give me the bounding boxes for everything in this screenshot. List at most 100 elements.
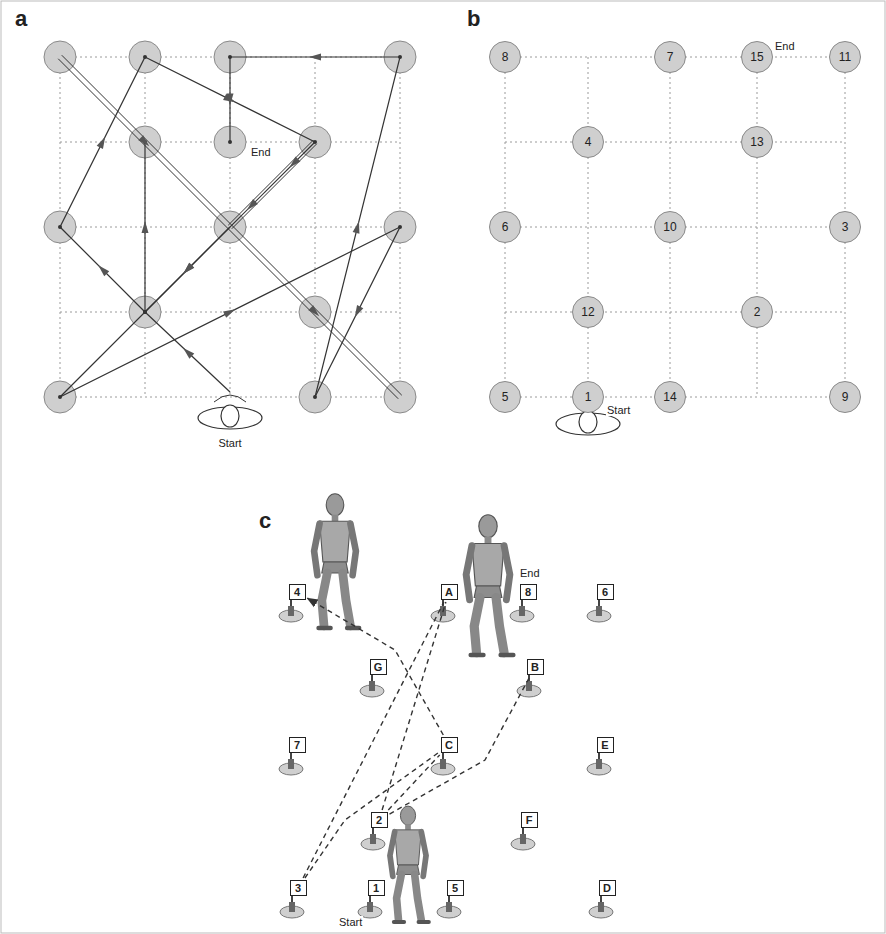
flag-text: C bbox=[445, 739, 453, 751]
cone-circle bbox=[384, 381, 416, 413]
numbered-circle: 14 bbox=[654, 381, 686, 413]
numbered-circle: 2 bbox=[741, 296, 773, 328]
flag-text: D bbox=[603, 882, 611, 894]
panel-b-grid bbox=[505, 57, 845, 397]
circle-number: 12 bbox=[581, 305, 594, 319]
annotation-label: End bbox=[519, 567, 541, 579]
route-dot bbox=[143, 310, 147, 314]
dashed-connector bbox=[308, 598, 444, 735]
numbered-circle: 5 bbox=[489, 381, 521, 413]
cone-body bbox=[598, 902, 604, 912]
circle-number: 13 bbox=[750, 135, 763, 149]
numbered-circle: 7 bbox=[654, 41, 686, 73]
route-line bbox=[145, 312, 230, 392]
cone-body bbox=[596, 759, 602, 769]
cone-body bbox=[288, 606, 294, 616]
circle-number: 8 bbox=[502, 50, 509, 64]
flag-label: E bbox=[597, 737, 614, 753]
route-line bbox=[60, 142, 315, 397]
walking-figure bbox=[314, 494, 359, 628]
route-line bbox=[60, 57, 145, 227]
flag-text: 2 bbox=[376, 814, 382, 826]
route-dot bbox=[228, 140, 232, 144]
flag-label: 6 bbox=[597, 584, 614, 600]
panel-letter: a bbox=[14, 6, 28, 32]
route-arrowhead bbox=[138, 135, 151, 148]
cone-body bbox=[369, 681, 375, 691]
flag-text: 7 bbox=[294, 739, 300, 751]
flag-text: F bbox=[526, 814, 533, 826]
flag-label: 4 bbox=[289, 584, 306, 600]
circle-number: 6 bbox=[502, 220, 509, 234]
circle-number: 7 bbox=[667, 50, 674, 64]
flag-label: 1 bbox=[368, 880, 385, 896]
numbered-circle: 6 bbox=[489, 211, 521, 243]
route-arrowhead bbox=[227, 94, 234, 106]
person-top-view bbox=[198, 395, 262, 429]
circle-number: 11 bbox=[839, 50, 851, 64]
route-line bbox=[315, 227, 400, 397]
numbered-circle: 11 bbox=[829, 41, 861, 73]
route-arrowhead bbox=[181, 345, 195, 358]
flag-label: 2 bbox=[371, 812, 388, 828]
route-dot bbox=[143, 310, 147, 314]
route-arrowhead bbox=[97, 135, 109, 149]
route-arrowhead bbox=[142, 221, 149, 233]
flag-text: 3 bbox=[295, 882, 301, 894]
flag-text: G bbox=[374, 661, 383, 673]
flag-text: B bbox=[531, 661, 539, 673]
route-line bbox=[60, 227, 400, 397]
circle-number: 2 bbox=[754, 305, 761, 319]
flag-label: 7 bbox=[289, 737, 306, 753]
numbered-circle: 12 bbox=[572, 296, 604, 328]
circle-number: 3 bbox=[842, 220, 849, 234]
flag-label: A bbox=[441, 584, 458, 600]
route-line bbox=[58, 59, 398, 399]
cone-body bbox=[596, 606, 602, 616]
cone-body bbox=[440, 759, 446, 769]
walking-figure bbox=[390, 806, 429, 922]
annotation-label: End bbox=[250, 146, 272, 158]
panel-letter: b bbox=[466, 6, 481, 32]
flag-label: G bbox=[370, 659, 387, 675]
circle-number: 14 bbox=[663, 390, 676, 404]
dashed-connector bbox=[382, 602, 446, 810]
route-line bbox=[145, 57, 315, 142]
circle-number: 5 bbox=[502, 390, 509, 404]
circle-number: 1 bbox=[585, 390, 592, 404]
route-line bbox=[60, 227, 145, 312]
route-arrowhead bbox=[223, 306, 237, 318]
flag-label: D bbox=[599, 880, 616, 896]
panel-a-route bbox=[58, 54, 402, 400]
route-line bbox=[145, 227, 230, 312]
cone-circle bbox=[299, 296, 331, 328]
numbered-circle: 13 bbox=[741, 126, 773, 158]
numbered-circle: 8 bbox=[489, 41, 521, 73]
route-arrowhead bbox=[308, 305, 321, 318]
dashed-connector bbox=[305, 753, 439, 878]
cone-body bbox=[289, 902, 295, 912]
flag-text: 5 bbox=[452, 882, 458, 894]
numbered-circle: 1 bbox=[572, 381, 604, 413]
flag-text: 8 bbox=[525, 586, 531, 598]
flag-label: 5 bbox=[447, 880, 464, 896]
cone-circle bbox=[44, 41, 76, 73]
cone-body bbox=[526, 681, 532, 691]
route-arrowhead bbox=[245, 199, 258, 212]
walking-figure bbox=[466, 515, 513, 655]
dashed-connector bbox=[388, 755, 439, 810]
numbered-circle: 4 bbox=[572, 126, 604, 158]
cone-body bbox=[520, 834, 526, 844]
numbered-circle: 10 bbox=[654, 211, 686, 243]
route-line bbox=[232, 144, 317, 229]
annotation-label: Start bbox=[606, 404, 631, 416]
circle-number: 10 bbox=[663, 220, 676, 234]
flag-label: 3 bbox=[290, 880, 307, 896]
cone-body bbox=[370, 834, 376, 844]
route-arrowhead bbox=[287, 157, 300, 170]
dashed-connector bbox=[390, 677, 530, 814]
circle-number: 9 bbox=[842, 390, 849, 404]
dashed-connector bbox=[303, 602, 444, 878]
